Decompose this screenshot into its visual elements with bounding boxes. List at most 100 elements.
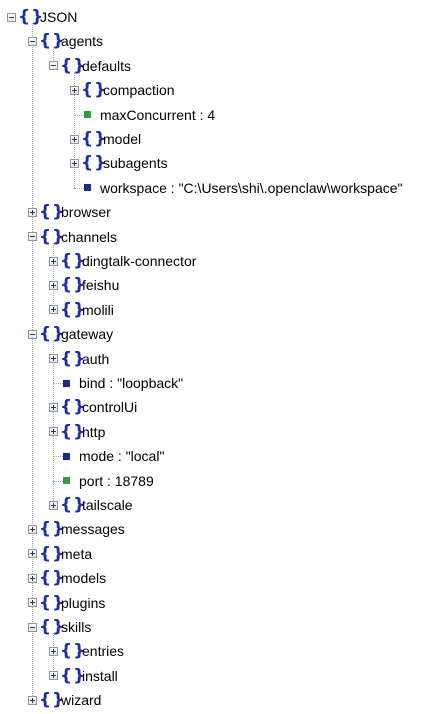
number-value-icon bbox=[84, 111, 91, 119]
tree-connector-line bbox=[53, 340, 54, 505]
tree-node-object[interactable]: {}channels bbox=[28, 226, 117, 248]
object-braces-icon: {} bbox=[39, 617, 66, 637]
tree-node-label: browser bbox=[61, 204, 111, 221]
expand-toggle-icon[interactable] bbox=[28, 695, 37, 705]
tree-node-object[interactable]: {}dingtalk-connector bbox=[49, 250, 196, 272]
object-braces-icon: {} bbox=[39, 568, 66, 589]
expand-toggle-icon[interactable] bbox=[49, 256, 58, 266]
tree-node-label: skills bbox=[61, 619, 92, 635]
tree-node-object[interactable]: {}entries bbox=[49, 640, 124, 662]
collapse-toggle-icon[interactable] bbox=[28, 36, 37, 46]
tree-node-object[interactable]: {}models bbox=[28, 567, 106, 589]
tree-node-label: channels bbox=[61, 228, 118, 245]
collapse-toggle-icon[interactable] bbox=[49, 61, 58, 71]
collapse-toggle-icon[interactable] bbox=[28, 329, 37, 339]
string-value-icon bbox=[84, 184, 91, 192]
expand-toggle-icon[interactable] bbox=[70, 158, 79, 168]
tree-node-value[interactable]: port : 18789 bbox=[57, 470, 154, 492]
tree-node-object[interactable]: {}agents bbox=[28, 30, 103, 52]
collapse-toggle-icon[interactable] bbox=[28, 232, 37, 242]
tree-connector-branch bbox=[53, 456, 63, 458]
tree-node-object[interactable]: {}plugins bbox=[28, 592, 105, 614]
object-braces-icon: {} bbox=[39, 31, 66, 52]
string-value-icon bbox=[63, 379, 70, 387]
object-braces-icon: {} bbox=[60, 397, 87, 418]
expand-toggle-icon[interactable] bbox=[49, 427, 58, 437]
tree-node-object[interactable]: {}model bbox=[70, 128, 141, 150]
expand-toggle-icon[interactable] bbox=[49, 646, 58, 656]
tree-node-label: auth bbox=[82, 350, 110, 367]
tree-node-label: feishu bbox=[82, 277, 120, 294]
object-braces-icon: {} bbox=[39, 519, 66, 540]
tree-node-label: bind : "loopback" bbox=[79, 375, 184, 391]
object-braces-icon: {} bbox=[81, 153, 108, 174]
tree-connector-line bbox=[53, 242, 54, 310]
expand-toggle-icon[interactable] bbox=[28, 573, 37, 583]
expand-toggle-icon[interactable] bbox=[49, 402, 58, 412]
object-braces-icon: {} bbox=[60, 348, 87, 369]
object-braces-icon: {} bbox=[39, 324, 66, 345]
expand-toggle-icon[interactable] bbox=[28, 598, 37, 608]
number-value-icon bbox=[63, 477, 70, 485]
string-value-icon bbox=[63, 452, 70, 460]
expand-toggle-icon[interactable] bbox=[28, 207, 37, 217]
tree-node-object[interactable]: {}compaction bbox=[70, 79, 175, 101]
tree-node-value[interactable]: bind : "loopback" bbox=[57, 372, 183, 394]
expand-toggle-icon[interactable] bbox=[49, 671, 58, 681]
tree-node-label: model bbox=[103, 131, 142, 147]
tree-node-object[interactable]: {}meta bbox=[28, 543, 92, 565]
tree-node-value[interactable]: mode : "local" bbox=[57, 445, 164, 467]
tree-node-object[interactable]: {}subagents bbox=[70, 152, 168, 174]
object-braces-icon: {} bbox=[39, 226, 66, 247]
tree-node-object[interactable]: {}http bbox=[49, 421, 105, 443]
tree-node-label: entries bbox=[82, 643, 125, 660]
object-braces-icon: {} bbox=[60, 251, 87, 271]
tree-node-object[interactable]: {}wizard bbox=[28, 689, 101, 711]
tree-node-object[interactable]: {}auth bbox=[49, 348, 109, 370]
expand-toggle-icon[interactable] bbox=[49, 280, 58, 290]
tree-node-label: gateway bbox=[61, 326, 114, 343]
tree-connector-branch bbox=[74, 187, 84, 189]
object-braces-icon: {} bbox=[81, 129, 108, 149]
tree-node-label: defaults bbox=[82, 57, 132, 74]
tree-node-object[interactable]: {}defaults bbox=[49, 55, 131, 77]
tree-connector-branch bbox=[53, 480, 63, 482]
tree-node-object[interactable]: {}gateway bbox=[28, 323, 113, 345]
expand-toggle-icon[interactable] bbox=[49, 500, 58, 510]
expand-toggle-icon[interactable] bbox=[49, 305, 58, 315]
tree-node-label: dingtalk-connector bbox=[82, 253, 197, 269]
tree-node-object[interactable]: {}molili bbox=[49, 299, 114, 321]
expand-toggle-icon[interactable] bbox=[28, 549, 37, 559]
tree-node-label: subagents bbox=[103, 155, 168, 172]
tree-node-object[interactable]: {}install bbox=[49, 665, 118, 687]
collapse-toggle-icon[interactable] bbox=[28, 622, 37, 632]
tree-node-label: workspace : "C:\Users\shi\.openclaw\work… bbox=[100, 179, 403, 196]
tree-node-value[interactable]: maxConcurrent : 4 bbox=[78, 104, 215, 126]
tree-node-label: molili bbox=[82, 301, 114, 318]
expand-toggle-icon[interactable] bbox=[70, 134, 79, 144]
object-braces-icon: {} bbox=[39, 690, 66, 711]
tree-node-object[interactable]: {}JSON bbox=[7, 6, 77, 28]
tree-node-label: port : 18789 bbox=[79, 472, 154, 489]
tree-node-object[interactable]: {}tailscale bbox=[49, 494, 133, 516]
tree-node-label: controlUi bbox=[82, 399, 138, 416]
object-braces-icon: {} bbox=[60, 275, 87, 296]
tree-node-label: meta bbox=[61, 545, 93, 562]
object-braces-icon: {} bbox=[60, 299, 87, 320]
expand-toggle-icon[interactable] bbox=[49, 354, 58, 364]
expand-toggle-icon[interactable] bbox=[28, 524, 37, 534]
tree-connector-line bbox=[32, 23, 33, 701]
object-braces-icon: {} bbox=[81, 80, 108, 101]
collapse-toggle-icon[interactable] bbox=[7, 12, 16, 22]
object-braces-icon: {} bbox=[60, 641, 87, 662]
tree-node-object[interactable]: {}skills bbox=[28, 616, 91, 638]
tree-node-value[interactable]: workspace : "C:\Users\shi\.openclaw\work… bbox=[78, 177, 403, 199]
object-braces-icon: {} bbox=[18, 7, 45, 27]
expand-toggle-icon[interactable] bbox=[70, 85, 79, 95]
tree-node-object[interactable]: {}feishu bbox=[49, 274, 119, 296]
tree-node-object[interactable]: {}browser bbox=[28, 201, 111, 223]
tree-node-label: agents bbox=[61, 33, 104, 50]
tree-node-object[interactable]: {}messages bbox=[28, 518, 125, 540]
tree-node-label: install bbox=[82, 667, 118, 684]
tree-node-object[interactable]: {}controlUi bbox=[49, 396, 137, 418]
